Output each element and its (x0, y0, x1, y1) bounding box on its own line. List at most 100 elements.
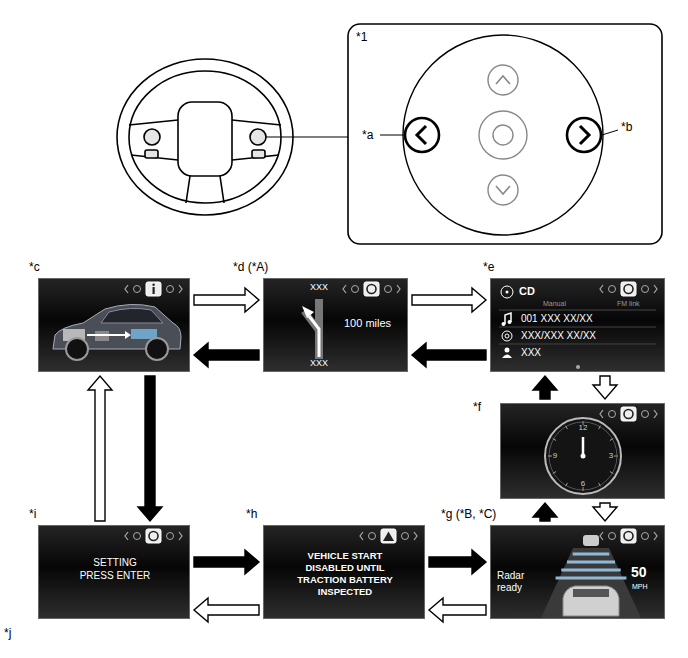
screen-art-part (360, 529, 417, 543)
screen-art-part-part (125, 532, 128, 540)
screen-heading: *i (29, 507, 36, 521)
screen-art-part-part (367, 285, 376, 294)
screen-art-part-part (654, 285, 657, 293)
flow-arrow (194, 598, 259, 622)
screen-art-part (499, 282, 657, 369)
steering-switch-part (493, 125, 513, 145)
screen-art-part-part (309, 316, 319, 357)
screen-art-part-part (556, 577, 627, 580)
steering-switch-part (417, 126, 426, 144)
screen-art-part-part (364, 282, 379, 296)
screen-art-part-part (624, 410, 633, 419)
screen-text: VEHICLE START DISABLED UNTIL TRACTION BA… (289, 550, 401, 598)
screen-art-part-part (131, 329, 157, 339)
screen-art-part-part (573, 553, 610, 556)
screen-art-part-part (561, 569, 620, 572)
callout-label: *b (621, 120, 632, 134)
screen-art-part-part (654, 410, 657, 418)
screen-art-part-part (508, 320, 512, 324)
steering-switch-part (488, 65, 518, 95)
screen-art-part-part (125, 331, 131, 339)
screen-art-part-part (134, 286, 141, 293)
screen-art-part-part (566, 483, 568, 486)
screen-art-part-part (621, 529, 636, 543)
screen-art (39, 279, 189, 371)
display-screen: *iSETTING PRESS ENTER (38, 525, 190, 619)
steering-switch-part (479, 111, 527, 159)
screen-art-part (545, 407, 657, 494)
screen-art-part-part (610, 472, 613, 474)
display-screen: *hVEHICLE START DISABLED UNTIL TRACTION … (263, 525, 425, 619)
screen-text: FM link (617, 300, 640, 308)
screen-art-part-part (152, 284, 154, 286)
screen-art-part-part (505, 334, 509, 338)
screen-art-part-part (566, 426, 568, 429)
screen-heading: *c (29, 260, 40, 274)
screen-art-part-part (167, 533, 174, 540)
screen-text: 100 miles (344, 317, 391, 330)
screen-art-part-part (66, 338, 88, 360)
screen-art-part-part (146, 338, 168, 360)
screen-art-part-part (397, 285, 400, 293)
screen-art-part-part (385, 286, 392, 293)
screen-art-part-part (549, 422, 617, 490)
screen-text: SETTING PRESS ENTER (77, 556, 153, 582)
leader-line (602, 130, 618, 135)
screen-art-part-part (599, 426, 601, 429)
steering-switch-part (496, 76, 510, 84)
screen-art-part-part (499, 344, 656, 345)
callout-line (266, 136, 348, 137)
screen-art-part-part (343, 285, 346, 293)
screen-art-part-part (553, 472, 556, 474)
screen-art-part-part (582, 437, 585, 456)
screen-art-part-part (548, 456, 552, 457)
screen-text: 9 (547, 451, 563, 461)
flow-arrow (429, 598, 486, 622)
screen-art-part-part (642, 411, 649, 418)
screen-art-part-part (502, 355, 512, 359)
display-screen: *d (*A)XXX100 milesXXX (263, 278, 408, 372)
screen-art-part-part (654, 532, 657, 540)
steering-wheel-part (178, 102, 232, 176)
steering-wheel-part (129, 71, 281, 203)
screen-art-part-part (179, 532, 182, 540)
screen-text: XXX/XXX XX/XX (521, 330, 596, 342)
screen-art-part-part (146, 282, 161, 296)
display-screen: *eCDManualFM link001 XXX XX/XXXXX/XXX XX… (490, 278, 665, 372)
screen-art-part (302, 282, 400, 359)
screen-art-part-part (621, 282, 636, 296)
flow-arrow (412, 343, 486, 367)
screen-art-part-part (624, 532, 633, 541)
screen-art-part-part (501, 286, 513, 298)
screen-art-part-part (600, 285, 603, 293)
screen-art-part-part (179, 285, 182, 293)
callout-label: *1 (356, 30, 367, 44)
screen-art-part-part (87, 334, 125, 336)
screen-art-part-part (502, 331, 512, 341)
screen-art-part-part (125, 285, 128, 293)
screen-art-part-part (134, 533, 141, 540)
callout-label: *a (362, 128, 373, 142)
screen-art-part-part (581, 454, 586, 459)
screen-text: 12 (575, 423, 591, 433)
steering-switch-part (405, 118, 439, 152)
screen-text: Radar ready (497, 570, 543, 594)
screen-text: XXX (521, 347, 541, 359)
screen-art-part-part (402, 533, 409, 540)
screen-heading: *d (*A) (233, 260, 268, 274)
screen-art-part-part (302, 306, 314, 318)
screen-art-part-part (600, 410, 603, 418)
screen-art-part-part (545, 418, 621, 494)
screen-heading: *f (473, 400, 481, 414)
screen-text: CD (519, 285, 535, 298)
screen-art-part-part (506, 291, 509, 294)
screen-text: Manual (543, 300, 566, 308)
screen-art-part-part (576, 365, 580, 369)
screen-art-part-part (642, 533, 649, 540)
screen-art-part-part (149, 532, 158, 541)
steering-wheel-part (145, 150, 158, 158)
screen-art-part-part (505, 348, 510, 353)
screen-heading: *h (246, 507, 257, 521)
screen-heading: *e (483, 260, 494, 274)
